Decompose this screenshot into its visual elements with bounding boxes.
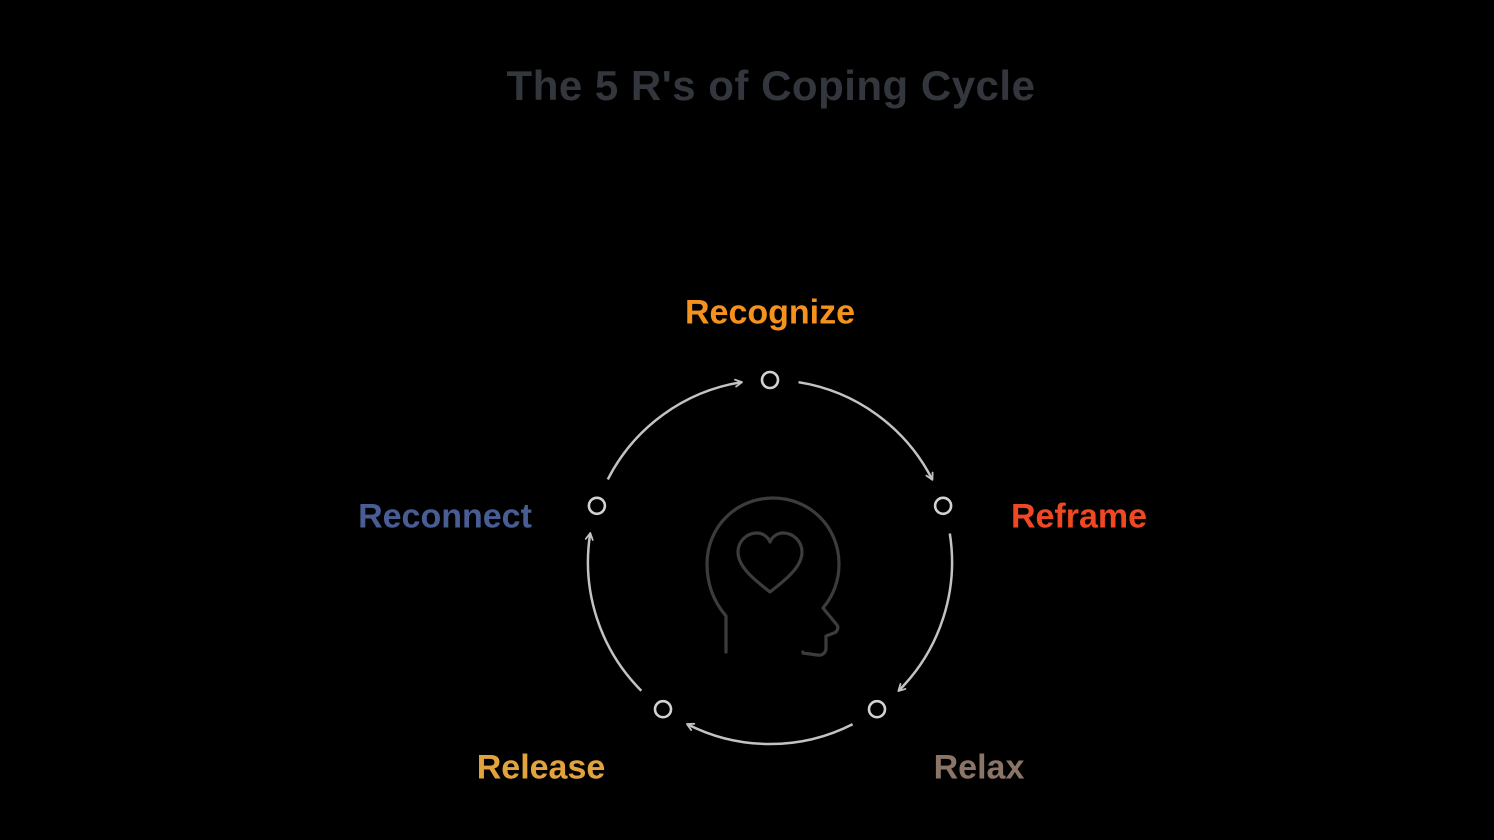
node-reframe — [933, 496, 953, 516]
arc-release-to-reconnect — [584, 532, 643, 692]
arc-reconnect-to-recognize — [606, 378, 743, 480]
step-label-reframe: Reframe — [1010, 497, 1148, 536]
node-relax — [867, 699, 887, 719]
step-label-reconnect: Reconnect — [358, 497, 532, 536]
cycle-arcs — [584, 378, 954, 746]
node-reconnect — [587, 496, 607, 516]
arc-relax-to-release — [686, 722, 854, 746]
arc-recognize-to-reframe — [798, 380, 934, 481]
step-label-release: Release — [476, 748, 606, 787]
page-title: The 5 R's of Coping Cycle — [506, 62, 1036, 109]
heart-icon — [736, 531, 804, 594]
node-release — [653, 699, 673, 719]
head-outline — [705, 496, 841, 657]
step-label-recognize: Recognize — [684, 293, 856, 332]
node-recognize — [760, 370, 780, 390]
cycle-nodes — [587, 370, 953, 719]
step-label-relax: Relax — [933, 748, 1025, 787]
head-with-heart-icon — [705, 496, 841, 657]
arc-reframe-to-relax — [897, 533, 954, 692]
